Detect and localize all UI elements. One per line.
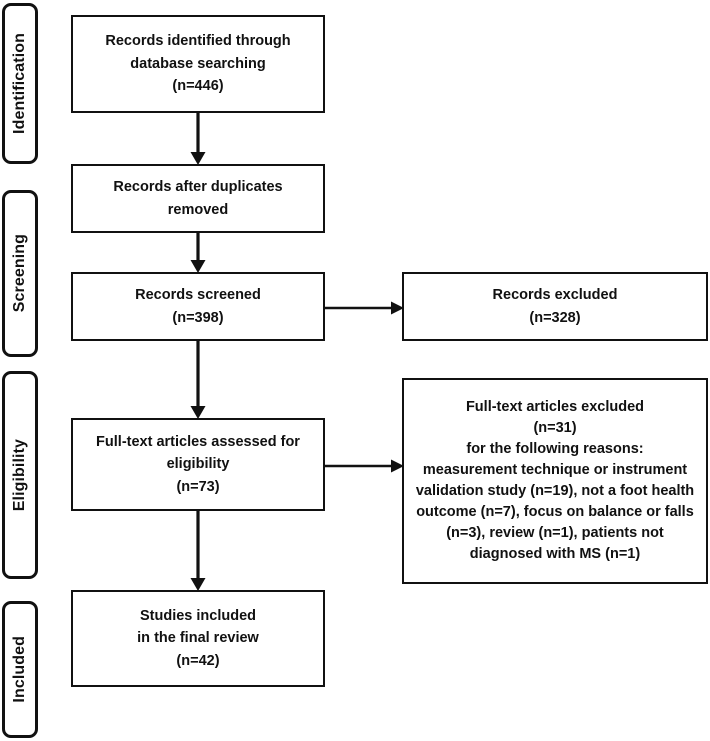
connector-duplicates-to-screened bbox=[186, 232, 210, 274]
stage-label-included: Included bbox=[11, 636, 28, 703]
stage-label-eligibility: Eligibility bbox=[11, 438, 28, 512]
box-full-text-articles-excluded-text: Full-text articles excluded (n=31) for t… bbox=[415, 398, 695, 563]
connector-screened-to-fulltext bbox=[186, 340, 210, 420]
stage-label-identification: Identification bbox=[11, 33, 28, 134]
box-studies-included-text: Studies included in the final review (n=… bbox=[137, 607, 259, 669]
box-full-text-articles-assessed-text: Full-text articles assessed for eligibil… bbox=[96, 433, 300, 495]
box-records-screened-text: Records screened (n=398) bbox=[135, 287, 261, 326]
box-records-identified: Records identified through database sear… bbox=[71, 15, 325, 113]
stage-label-screening: Screening bbox=[11, 234, 28, 313]
stage-pill-included: Included bbox=[2, 601, 38, 738]
connector-fulltext-to-included bbox=[186, 510, 210, 592]
stage-pill-screening: Screening bbox=[2, 190, 38, 357]
stage-pill-eligibility: Eligibility bbox=[2, 371, 38, 579]
box-records-identified-text: Records identified through database sear… bbox=[105, 33, 291, 95]
box-records-after-duplicates-removed-text: Records after duplicates removed bbox=[113, 179, 283, 218]
box-records-after-duplicates-removed: Records after duplicates removed bbox=[71, 164, 325, 233]
box-full-text-articles-assessed: Full-text articles assessed for eligibil… bbox=[71, 418, 325, 511]
connector-identified-to-duplicates bbox=[186, 112, 210, 166]
connector-fulltext-to-fulltext-excluded bbox=[323, 455, 405, 477]
box-records-excluded: Records excluded (n=328) bbox=[402, 272, 708, 341]
box-records-excluded-text: Records excluded (n=328) bbox=[492, 287, 618, 326]
box-full-text-articles-excluded: Full-text articles excluded (n=31) for t… bbox=[402, 378, 708, 584]
box-records-screened: Records screened (n=398) bbox=[71, 272, 325, 341]
stage-pill-identification: Identification bbox=[2, 3, 38, 164]
connector-screened-to-excluded bbox=[323, 297, 405, 319]
box-studies-included: Studies included in the final review (n=… bbox=[71, 590, 325, 687]
